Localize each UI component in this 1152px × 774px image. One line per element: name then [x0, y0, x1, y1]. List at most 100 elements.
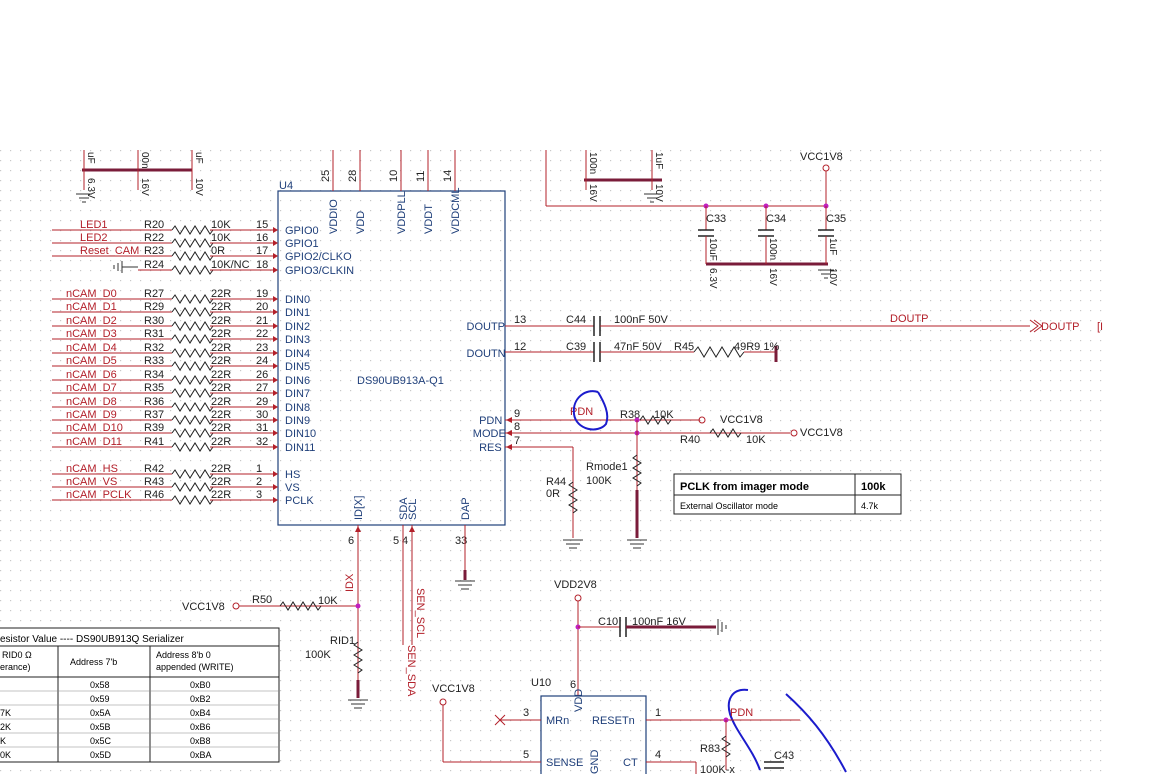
pin-name: VDDPLL: [396, 191, 408, 234]
handwritten-mark-2: [727, 688, 761, 771]
mode-row-2-label: External Oscillator mode: [680, 501, 778, 511]
cap-voltage: 6.3V: [707, 268, 718, 289]
resistor-zigzag: [171, 415, 214, 425]
pin-number: 6: [570, 679, 576, 691]
pin-number: 21: [256, 315, 268, 327]
pin-number: 1: [655, 707, 661, 719]
table-cell: K: [0, 736, 6, 746]
pin-number: 24: [256, 355, 268, 367]
mode-table: PCLK from imager mode 100k External Osci…: [673, 473, 902, 515]
pin-name: HS: [285, 469, 300, 481]
pin-name: DIN9: [285, 415, 310, 427]
pin-number: 26: [256, 369, 268, 381]
resistor-value: 22R: [211, 328, 231, 340]
net-label: nCAM_D8: [66, 396, 117, 408]
cap-value: 10uF: [707, 238, 718, 261]
r50-ref: R50: [252, 594, 272, 606]
r50-value: 10K: [318, 595, 338, 607]
pin-name: VDDT: [423, 204, 435, 234]
table-cell: 0x5A: [90, 708, 111, 718]
cap-ref: C34: [766, 213, 786, 225]
rmode-ref: Rmode1: [586, 461, 628, 473]
address-table-h2: Address 7'b: [70, 657, 117, 667]
mode-row-2-value: 4.7k: [861, 501, 879, 511]
resistor-ref: R46: [144, 489, 164, 501]
cap-voltage: 16V: [139, 178, 150, 196]
vdd2v8-rail: VDD2V8: [554, 579, 597, 591]
resistor-ref: R35: [144, 382, 164, 394]
pin-name: DIN4: [285, 348, 310, 360]
pin-number: 29: [256, 396, 268, 408]
output-section: C44 100nF 50V DOUTP DOUTP [I C39 47nF 50…: [505, 313, 1103, 362]
address-table-title: esistor Value ---- DS90UB913Q Serializer: [0, 634, 184, 645]
resistor-value: 22R: [211, 315, 231, 327]
resistor-value: 22R: [211, 436, 231, 448]
pin-number: 18: [256, 259, 268, 271]
pin-name: DIN3: [285, 334, 310, 346]
clipped-label: [I: [1097, 321, 1103, 333]
pin-arrow: [273, 240, 278, 246]
ic-u4-part: DS90UB913A-Q1: [357, 375, 444, 387]
pin-arrow: [273, 484, 278, 490]
c44-value: 100nF 50V: [614, 314, 668, 326]
pin-name: GPIO2/CLKO: [285, 251, 352, 263]
pin-arrow: [273, 336, 278, 342]
pdn-net-label: PDN: [570, 406, 593, 418]
pin-arrow: [273, 471, 278, 477]
resistor-ref: R43: [144, 476, 164, 488]
table-cell: 0x58: [90, 680, 110, 690]
pin-number: 30: [256, 409, 268, 421]
pin-name: GPIO3/CLKIN: [285, 265, 354, 277]
resistor-value: 22R: [211, 288, 231, 300]
net-label: nCAM_D2: [66, 315, 117, 327]
resistor-zigzag: [171, 375, 214, 385]
ic-u4: U4 DS90UB913A-Q1: [277, 180, 506, 526]
pin-number: 20: [256, 301, 268, 313]
r45-zigzag: [693, 346, 745, 358]
pin-name: DIN0: [285, 294, 310, 306]
pin-number: 8: [514, 421, 520, 433]
doutp-port-arrow: [1029, 319, 1043, 333]
pin-number: 28: [347, 170, 359, 182]
u10-pdn-net: PDN: [730, 707, 753, 719]
rid-zigzag: [353, 641, 363, 674]
resistor-value: 10K/NC: [211, 259, 250, 271]
r83-value: 100K-x: [700, 764, 735, 774]
pin-number: 3: [256, 489, 262, 501]
cap-value: uF: [85, 152, 96, 164]
table-cell: 0xB0: [190, 680, 211, 690]
pin-number: 16: [256, 232, 268, 244]
resistor-zigzag: [171, 265, 214, 275]
u10-vcc-rail: VCC1V8: [432, 683, 475, 695]
r38-value: 10K: [654, 409, 674, 421]
pin-name: ID[X]: [353, 496, 365, 520]
pin-number: 11: [415, 171, 427, 182]
resistor-zigzag: [171, 402, 214, 412]
pin-name: DIN7: [285, 388, 310, 400]
pin-arrow: [273, 404, 278, 410]
resistor-zigzag: [171, 251, 214, 261]
resistor-value: 22R: [211, 396, 231, 408]
pin-name: VS: [285, 482, 300, 494]
pin-arrow: [273, 350, 278, 356]
pin-arrow: [273, 253, 278, 259]
pin-arrow: [273, 377, 278, 383]
pin-number: 2: [256, 476, 262, 488]
pin-name: VDDCML: [450, 188, 462, 234]
r83-zigzag: [721, 735, 731, 758]
r40-value: 10K: [746, 434, 766, 446]
r45-ref: R45: [674, 341, 694, 353]
resistor-ref: R36: [144, 396, 164, 408]
rmode-value: 100K: [586, 475, 612, 487]
pin-number: 14: [442, 170, 454, 182]
net-label: nCAM_D11: [66, 436, 122, 448]
pin-number: 31: [256, 422, 268, 434]
pin-name: GPIO1: [285, 238, 319, 250]
pin-name: DIN1: [285, 307, 310, 319]
pin-number: 15: [256, 219, 268, 231]
cap-ref: C35: [826, 213, 846, 225]
r38-ref: R38: [620, 409, 640, 421]
pin-name: SDA: [398, 497, 410, 520]
